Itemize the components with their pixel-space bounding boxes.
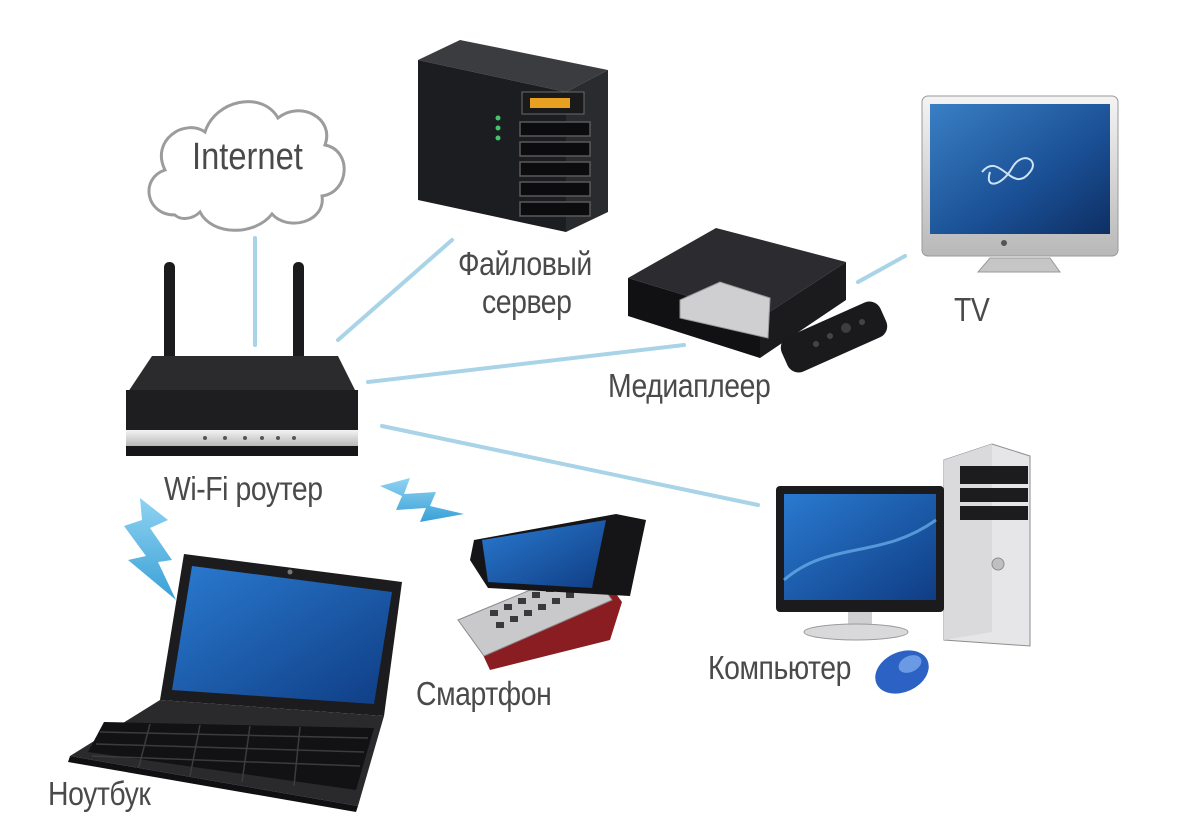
laptop-icon	[68, 554, 402, 812]
link-router-mediaplayer	[366, 343, 686, 384]
nas-server-icon	[418, 40, 608, 232]
wireless-signal-smartphone	[380, 478, 464, 522]
link-router-fileserver	[336, 238, 454, 342]
computer-label: Компьютер	[708, 649, 852, 686]
file-server-label-line2: сервер	[482, 283, 572, 320]
link-mediaplayer-tv	[856, 254, 907, 284]
remote-control-icon	[780, 301, 888, 373]
link-router-computer	[380, 424, 760, 507]
smartphone-label: Смартфон	[416, 675, 552, 712]
mouse-icon	[875, 650, 929, 694]
router-label: Wi-Fi роутер	[164, 470, 323, 507]
media-player-icon	[628, 228, 888, 373]
media-player-label: Медиаплеер	[608, 367, 771, 404]
tv-label: TV	[954, 291, 990, 328]
desktop-computer-icon	[776, 443, 1031, 694]
cloud-icon	[147, 100, 346, 232]
wireless-signal-laptop	[124, 498, 176, 600]
laptop-label: Ноутбук	[48, 775, 151, 812]
smartphone-icon	[457, 514, 646, 670]
file-server-label-line1: Файловый	[458, 245, 592, 282]
connections	[253, 236, 907, 507]
tv-icon	[921, 95, 1119, 273]
internet-label: Internet	[192, 136, 303, 178]
router-icon	[126, 262, 358, 456]
